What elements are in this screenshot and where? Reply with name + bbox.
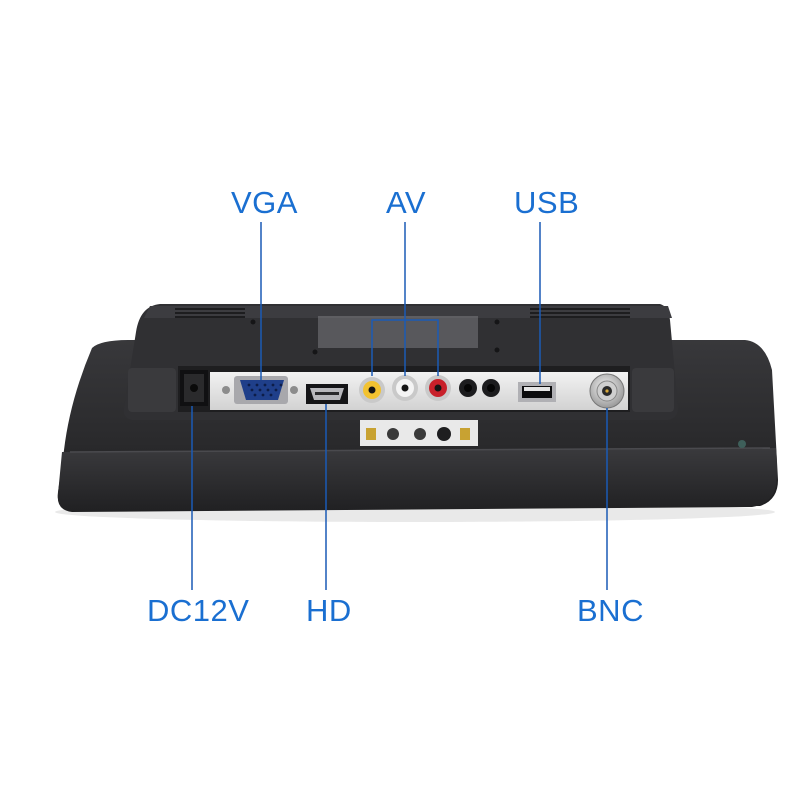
screw-holes [250,319,500,355]
monitor-front-edge [57,448,778,512]
audio-jack-1 [459,379,477,397]
status-led [738,440,746,448]
vent-left [175,308,245,318]
rca-yellow-port [359,377,385,403]
usb-port [518,382,556,402]
control-buttons [360,420,478,446]
usb-label: USB [514,185,580,220]
rca-red-port [425,375,451,401]
bnc-port [589,373,625,409]
info-label-panel [318,316,478,348]
dc12v-label: DC12V [147,593,250,628]
av-label: AV [386,185,427,220]
rca-white-port [392,375,418,401]
hd-label: HD [306,593,352,628]
left-foot [128,368,176,412]
hdmi-port [306,384,348,404]
leader-lines [191,222,608,590]
front-edge-highlight [69,447,771,453]
vent-right [530,308,630,318]
dc-jack-port [180,370,208,406]
audio-jack-2 [482,379,500,397]
right-foot [632,368,674,412]
vga-port [222,376,298,404]
vga-label: VGA [231,185,298,220]
bnc-label: BNC [577,593,644,628]
